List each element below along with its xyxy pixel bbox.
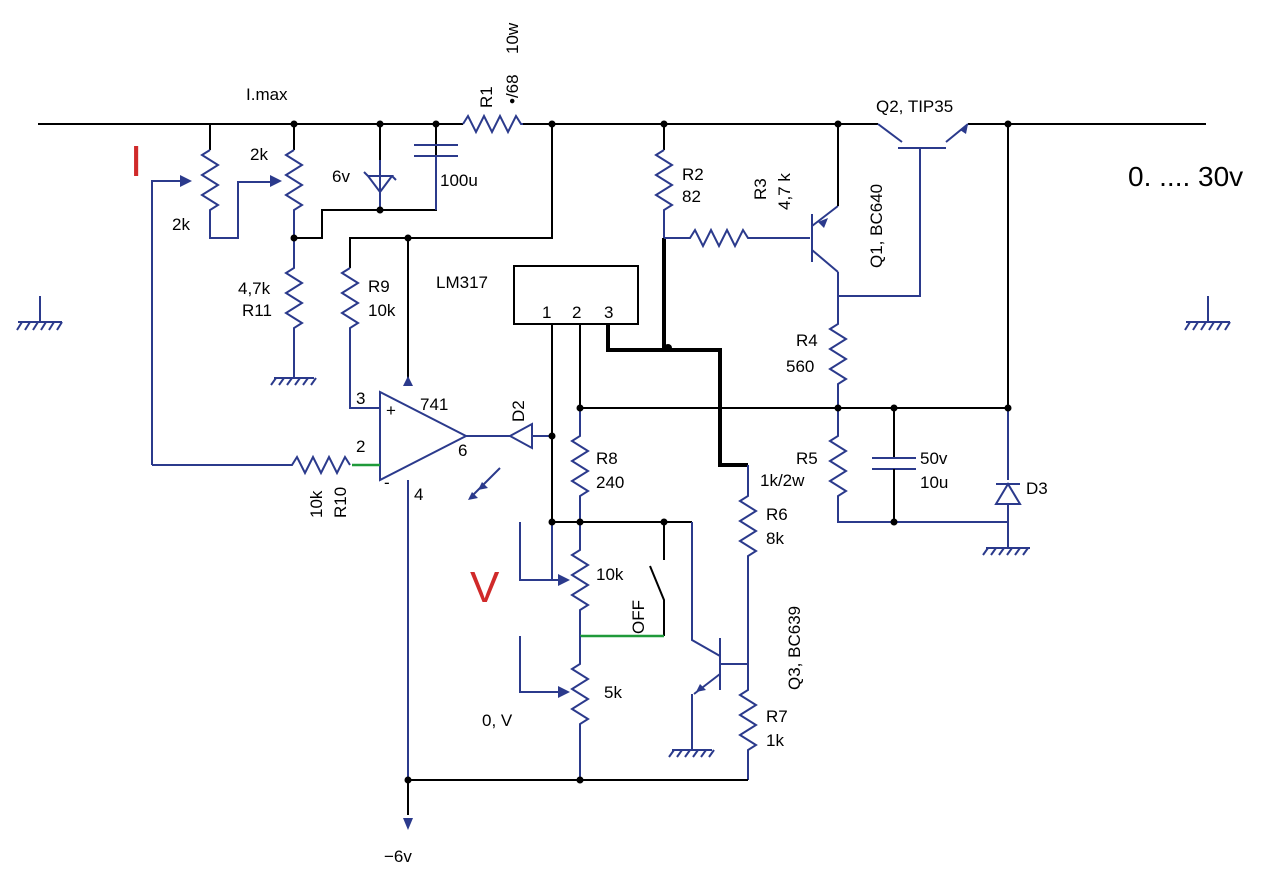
diode-d2 [468, 422, 552, 500]
transistor-q2 [877, 123, 969, 296]
label-lm317: LM317 [436, 273, 488, 292]
label-pot-imax-value: 2k [250, 145, 268, 164]
label-opamp-minus: - [384, 473, 390, 492]
opamp-741 [379, 390, 510, 830]
label-r5-value: 1k/2w [760, 471, 805, 490]
label-r1-power: 10w [503, 22, 522, 54]
resistor-r11 [270, 238, 317, 386]
resistor-r1 [462, 113, 523, 135]
label-r6-value: 8k [766, 529, 784, 548]
switch-off [580, 522, 665, 638]
diode-d3 [982, 408, 1030, 556]
pot-voltage [519, 522, 590, 636]
label-d2: D2 [509, 400, 528, 422]
label-zero-v: 0, V [482, 711, 513, 730]
label-voltage-mark: V [470, 563, 500, 612]
label-r1-name: R1 [477, 86, 496, 108]
junction-dots [290, 120, 1012, 784]
resistor-r6 [738, 465, 758, 664]
label-negative-supply: −6v [384, 847, 412, 866]
wire-sense [349, 124, 553, 386]
label-r2-value: 82 [682, 187, 701, 206]
ground-symbol-right [1184, 296, 1231, 331]
label-r10-name: R10 [331, 487, 350, 518]
label-pot-voltage-value: 10k [596, 565, 624, 584]
label-r5-name: R5 [796, 449, 818, 468]
label-r4-value: 560 [786, 357, 814, 376]
label-r8-name: R8 [596, 449, 618, 468]
resistor-r8 [552, 408, 692, 523]
label-r8-value: 240 [596, 473, 624, 492]
label-d3: D3 [1026, 479, 1048, 498]
label-r11-name: R11 [242, 301, 272, 320]
label-imax: I.max [246, 85, 288, 104]
resistor-r9 [340, 267, 380, 409]
ground-symbol-left [16, 296, 63, 331]
resistor-r2 [654, 124, 674, 350]
label-cap-50v: 50v [920, 449, 948, 468]
zener-diode [363, 124, 397, 210]
label-r11-value: 4,7k [238, 279, 271, 298]
label-cap-100u: 100u [440, 171, 478, 190]
label-opamp-pin6: 6 [458, 441, 467, 460]
label-r7-name: R7 [766, 707, 788, 726]
label-opamp-741: 741 [420, 395, 448, 414]
resistor-r3 [664, 227, 810, 249]
label-cap-10u: 10u [920, 473, 948, 492]
transistor-q1 [811, 124, 921, 297]
label-r10-value: 10k [307, 490, 326, 518]
label-q3: Q3, BC639 [785, 606, 804, 690]
capacitor-100u [414, 124, 458, 210]
pot-imax [270, 124, 437, 239]
label-lm317-pin2: 2 [572, 303, 581, 322]
transistor-q3 [668, 522, 748, 758]
label-r1-value: •/68 [503, 74, 522, 104]
label-switch-off: OFF [629, 600, 648, 634]
capacitor-10u [872, 408, 916, 522]
label-r6-name: R6 [766, 505, 788, 524]
label-lm317-pin3: 3 [604, 303, 613, 322]
label-lm317-pin1: 1 [542, 303, 551, 322]
resistor-r4 [828, 296, 848, 408]
resistor-r5 [828, 408, 1008, 523]
label-r4-name: R4 [796, 331, 818, 350]
label-opamp-pin3: 3 [356, 389, 365, 408]
label-current-mark: I [130, 137, 142, 186]
label-r9-name: R9 [368, 277, 390, 296]
label-r2-name: R2 [682, 165, 704, 184]
label-opamp-pin2: 2 [356, 437, 365, 456]
label-opamp-plus: + [386, 401, 396, 420]
pot-zero [519, 636, 590, 780]
resistor-r10 [152, 454, 380, 476]
label-opamp-pin4: 4 [414, 485, 423, 504]
label-r9-value: 10k [368, 301, 396, 320]
label-r3-name: R3 [751, 178, 770, 200]
lm317-regulator [513, 265, 748, 522]
label-r3-value: 4,7 k [775, 173, 794, 210]
label-output-range: 0. .... 30v [1128, 161, 1243, 192]
mid-rail [580, 124, 1009, 409]
label-pot-current-value: 2k [172, 215, 190, 234]
label-q2: Q2, TIP35 [876, 97, 953, 116]
pot-current-left [151, 124, 270, 465]
resistor-r7 [738, 664, 758, 780]
label-q1: Q1, BC640 [867, 184, 886, 268]
label-r7-value: 1k [766, 731, 784, 750]
label-pot-zero-value: 5k [604, 683, 622, 702]
label-zener: 6v [332, 167, 350, 186]
